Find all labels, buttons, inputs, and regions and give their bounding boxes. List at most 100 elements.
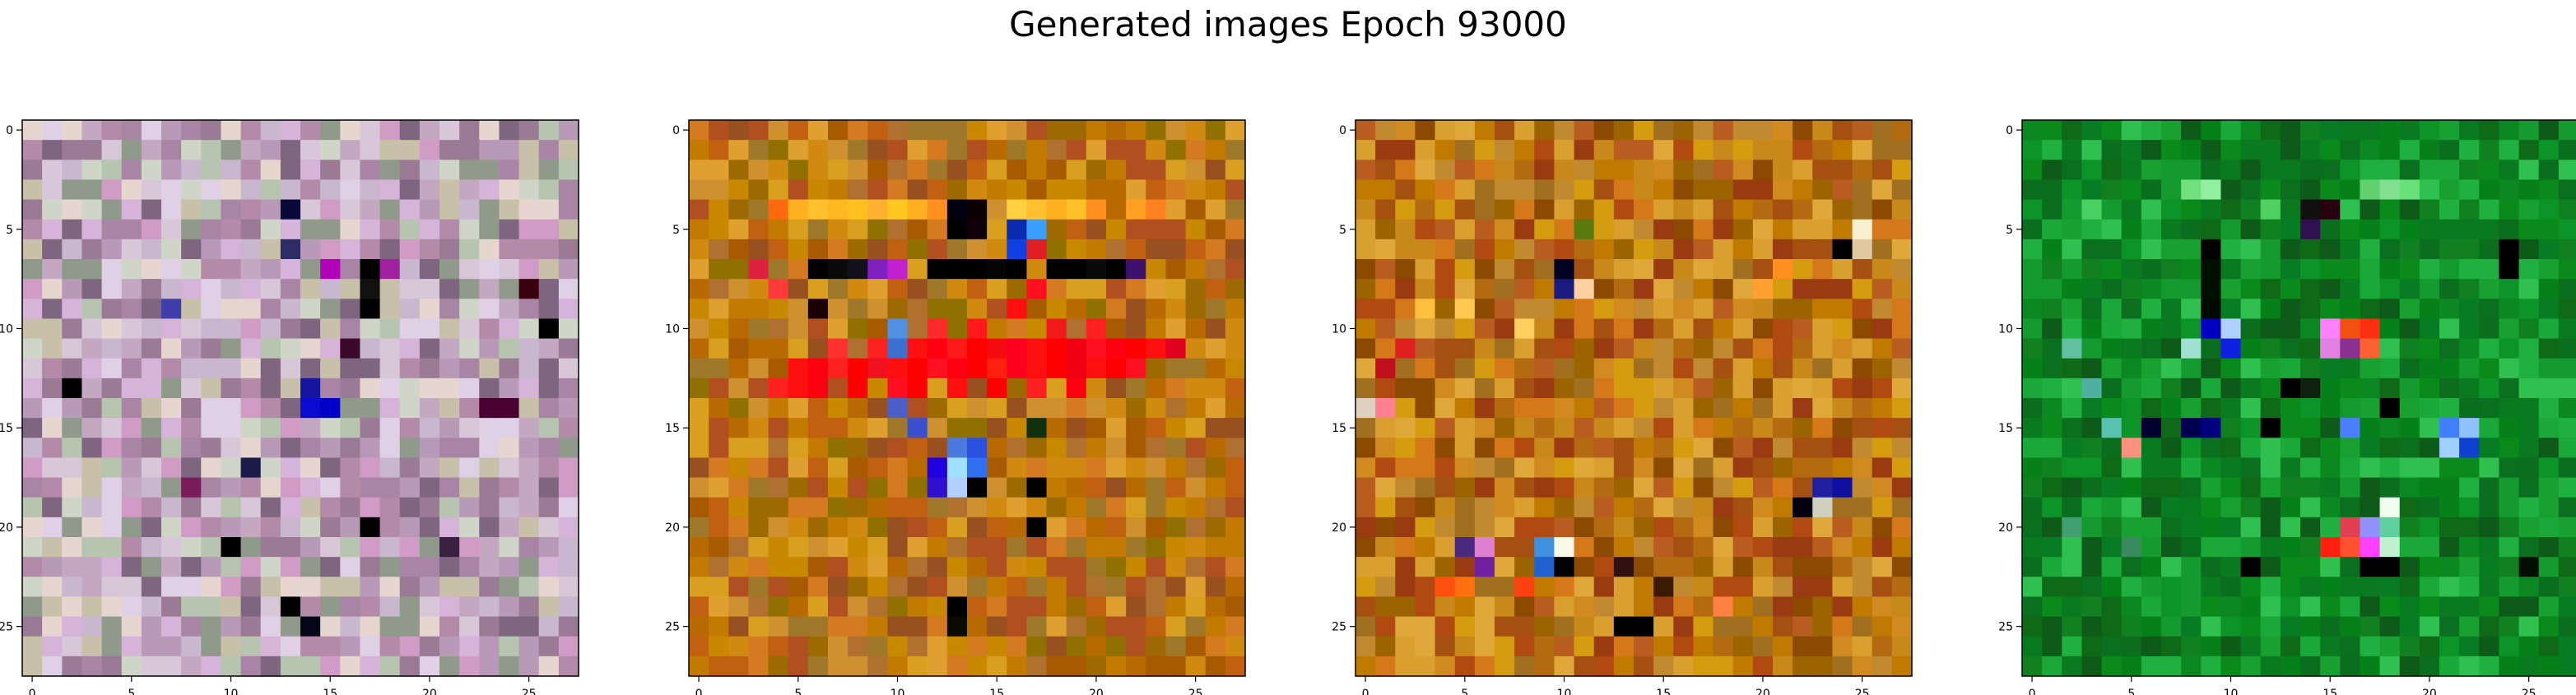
heatmap-cell (1752, 338, 1774, 359)
heatmap-cell (1375, 199, 1396, 220)
heatmap-cell (1007, 338, 1028, 359)
heatmap-cell (2360, 418, 2381, 438)
heatmap-cell (141, 517, 162, 538)
heatmap-cell (201, 318, 222, 340)
heatmap-cell (1732, 438, 1754, 459)
heatmap-cell (1832, 120, 1853, 141)
heatmap-cell (538, 457, 560, 479)
heatmap-cell (1752, 199, 1774, 220)
heatmap-cell (1185, 596, 1207, 618)
heatmap-cell (788, 636, 809, 657)
heatmap-cell (2499, 358, 2520, 379)
heatmap-cell (1812, 438, 1834, 459)
heatmap-cell (101, 477, 123, 498)
heatmap-cell (300, 140, 321, 160)
heatmap-cell (260, 279, 281, 299)
heatmap-cell (1812, 219, 1834, 240)
heatmap-cell (768, 318, 789, 340)
heatmap-cell (459, 259, 480, 280)
heatmap-cell (240, 596, 262, 618)
heatmap-cell (2439, 299, 2460, 320)
heatmap-cell (2538, 457, 2560, 479)
heatmap-cell (1574, 120, 1595, 141)
y-tick-label: 15 (665, 422, 680, 435)
heatmap-cell (1832, 199, 1853, 220)
heatmap-cell (2320, 199, 2341, 220)
heatmap-cell (121, 338, 142, 359)
heatmap-cell (201, 140, 222, 160)
heatmap-cell (2201, 299, 2222, 320)
heatmap-cell (2101, 596, 2123, 618)
heatmap-cell (828, 358, 849, 379)
heatmap-cell (1355, 219, 1376, 240)
heatmap-cell (439, 378, 460, 399)
heatmap-cell (419, 299, 440, 320)
heatmap-cell (121, 656, 142, 677)
heatmap-cell (2360, 259, 2381, 280)
heatmap-cell (42, 338, 63, 359)
heatmap-cell (1146, 418, 1167, 438)
heatmap-cell (1872, 239, 1893, 260)
heatmap-cell (499, 378, 520, 399)
heatmap-cell (2101, 179, 2123, 201)
heatmap-cell (260, 477, 281, 498)
heatmap-cell (2340, 398, 2361, 419)
heatmap-cell (1613, 140, 1634, 160)
heatmap-cell (1415, 398, 1436, 419)
heatmap-cell (2101, 279, 2123, 299)
heatmap-cell (360, 219, 381, 240)
heatmap-cell (1205, 497, 1226, 518)
heatmap-cell (399, 199, 421, 220)
heatmap-cell (2081, 219, 2103, 240)
heatmap-cell (538, 199, 560, 220)
heatmap-cell (2320, 557, 2341, 577)
heatmap-cell (121, 378, 142, 399)
heatmap-cell (201, 378, 222, 399)
heatmap-cell (479, 160, 500, 181)
heatmap-cell (1574, 199, 1595, 220)
heatmap-cell (1732, 160, 1754, 181)
heatmap-cell (101, 259, 123, 280)
heatmap-cell (181, 596, 202, 618)
heatmap-cell (1812, 537, 1834, 558)
heatmap-cell (1126, 477, 1146, 498)
heatmap-cell (62, 457, 83, 479)
heatmap-cell (221, 199, 242, 220)
heatmap-cell (1554, 418, 1575, 438)
heatmap-cell (987, 160, 1007, 181)
heatmap-cell (1395, 497, 1416, 518)
heatmap-cell (1613, 358, 1634, 379)
heatmap-cell (62, 636, 83, 657)
heatmap-cell (1891, 398, 1913, 419)
heatmap-cell (1355, 497, 1376, 518)
heatmap-cell (728, 378, 750, 399)
heatmap-cell (240, 537, 262, 558)
heatmap-cell (2260, 259, 2281, 280)
heatmap-cell (2081, 259, 2103, 280)
heatmap-cell (1066, 497, 1087, 518)
heatmap-cell (2201, 259, 2222, 280)
heatmap-cell (2042, 457, 2062, 479)
heatmap-cell (2240, 457, 2262, 479)
heatmap-cell (2062, 517, 2083, 538)
heatmap-cell (479, 338, 500, 359)
heatmap-cell (709, 438, 729, 459)
heatmap-cell (2300, 378, 2321, 399)
heatmap-cell (1355, 358, 1376, 379)
heatmap-cell (2399, 299, 2420, 320)
heatmap-cell (1126, 616, 1146, 637)
heatmap-cell (538, 140, 560, 160)
heatmap-cell (1693, 338, 1714, 359)
heatmap-cell (1434, 438, 1456, 459)
heatmap-cell (558, 199, 579, 220)
heatmap-cell (42, 557, 63, 577)
heatmap-cell (1732, 557, 1754, 577)
heatmap-cell (1126, 338, 1146, 359)
heatmap-cell (728, 457, 750, 479)
heatmap-cell (828, 299, 849, 320)
heatmap-cell (2360, 477, 2381, 498)
heatmap-cell (1554, 457, 1575, 479)
heatmap-cell (1454, 179, 1476, 201)
heatmap-cell (1832, 636, 1853, 657)
heatmap-cell (946, 199, 968, 220)
